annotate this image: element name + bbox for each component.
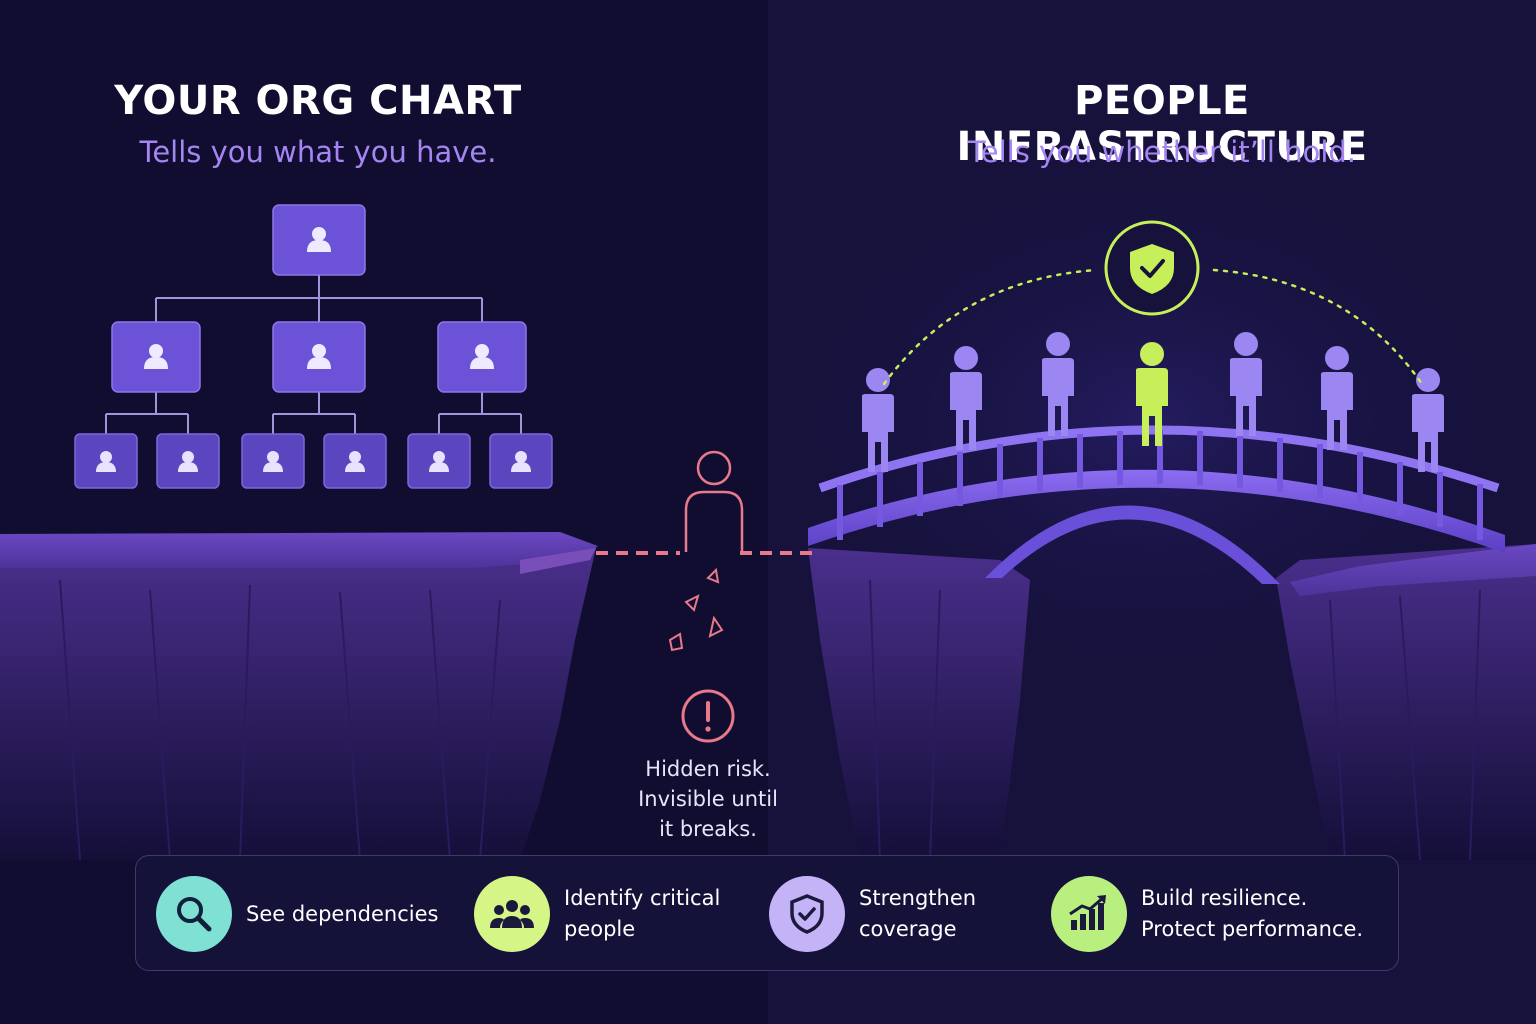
hidden-risk-line: it breaks. [659, 817, 757, 841]
benefit-label-line: coverage [859, 917, 957, 941]
left-cliff [0, 532, 598, 861]
benefit-label-line: Build resilience. [1141, 886, 1308, 910]
benefit-see-dependencies: See dependencies [156, 856, 438, 972]
warning-icon [681, 689, 735, 743]
falling-debris [668, 567, 724, 652]
benefits-bar: See dependencies Identify critical peopl… [135, 855, 1399, 971]
org-chart-leaf-box [241, 433, 305, 489]
benefit-strengthen-coverage: Strengthen coverage [769, 856, 976, 972]
hidden-risk-caption: Hidden risk. Invisible until it breaks. [598, 754, 818, 844]
org-chart-leaf-box [489, 433, 553, 489]
org-chart-mid-box [437, 321, 527, 393]
benefit-build-resilience: Build resilience. Protect performance. [1051, 856, 1363, 972]
benefit-label-line: Strengthen [859, 886, 977, 910]
people-group-icon [474, 876, 550, 952]
bridge [808, 425, 1505, 584]
org-chart-leaf-box [323, 433, 387, 489]
coverage-arc [882, 268, 1424, 386]
org-chart-subtitle: Tells you what you have. [139, 135, 497, 169]
magnifier-icon [156, 876, 232, 952]
right-cliff [808, 544, 1536, 861]
people-infrastructure-subtitle: Tells you whether it’ll hold. [967, 135, 1357, 169]
org-chart-leaf-box [156, 433, 220, 489]
hidden-risk-line: Invisible until [638, 787, 778, 811]
benefit-identify-critical-people: Identify critical people [474, 856, 720, 972]
org-chart-leaf-box [407, 433, 471, 489]
org-chart-top-box [272, 204, 366, 276]
org-chart-title: YOUR ORG CHART [114, 78, 522, 124]
benefit-label-line: See dependencies [246, 901, 439, 926]
growth-chart-icon [1051, 876, 1127, 952]
benefit-label-line: Protect performance. [1141, 917, 1364, 941]
hidden-risk-line: Hidden risk. [645, 757, 771, 781]
benefit-label-line: Identify critical [564, 886, 721, 910]
missing-person-icon [684, 450, 744, 552]
org-chart-leaf-box [74, 433, 138, 489]
org-chart-mid-box [111, 321, 201, 393]
org-chart [105, 275, 522, 434]
shield-check-icon [1104, 220, 1200, 316]
people-infrastructure-title: PEOPLE INFRASTRUCTURE [956, 78, 1368, 170]
benefit-label-line: people [564, 917, 636, 941]
shield-check-icon [769, 876, 845, 952]
org-chart-mid-box [272, 321, 366, 393]
